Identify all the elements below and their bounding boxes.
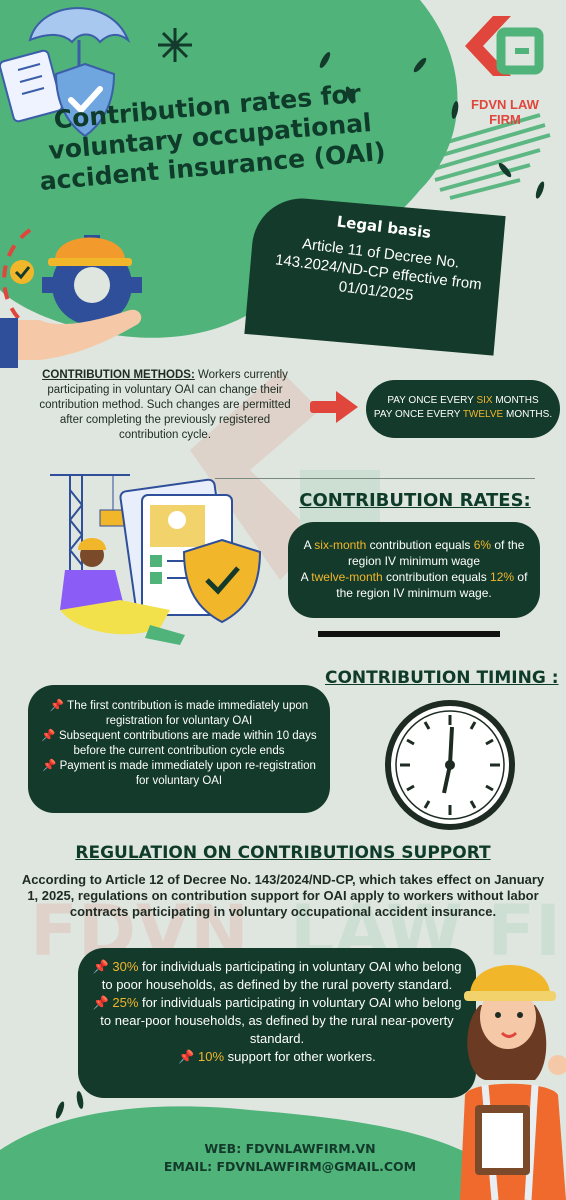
timing-item: 📌 Payment is made immediately upon re-re… <box>42 760 316 787</box>
timing-item: 📌 The first contribution is made immedia… <box>49 700 309 727</box>
payment-option-six: PAY ONCE EVERY SIX MONTHS <box>387 395 539 406</box>
pin-icon: 📌 <box>41 730 56 742</box>
shield-check-icon <box>54 62 116 138</box>
umbrella-checklist-icon <box>0 7 131 123</box>
payment-option-twelve: PAY ONCE EVERY TWELVE MONTHS. <box>373 409 553 420</box>
logo-icon <box>465 16 544 76</box>
support-intro: According to Article 12 of Decree No. 14… <box>21 872 545 919</box>
footer-email[interactable]: EMAIL: FDVNLAWFIRM@GMAIL.COM <box>163 1159 417 1174</box>
timing-heading: CONTRIBUTION TIMING : <box>325 668 559 688</box>
divider <box>215 478 535 479</box>
rates-box: A six-month contribution equals 6% of th… <box>288 522 540 618</box>
pin-icon: 📌 <box>178 1049 195 1064</box>
section-divider <box>318 631 500 637</box>
right-arrow-icon <box>310 391 358 423</box>
gear-hand-icon <box>0 228 142 368</box>
footer: WEB: FDVNLAWFIRM.VN EMAIL: FDVNLAWFIRM@G… <box>150 1140 430 1176</box>
support-item: 📌 25% for individuals participating in v… <box>92 995 462 1046</box>
pin-icon: 📌 <box>92 995 109 1010</box>
methods-label: CONTRIBUTION METHODS: <box>42 369 195 381</box>
worker-documents-icon <box>50 474 262 645</box>
footer-web[interactable]: WEB: FDVNLAWFIRM.VN <box>204 1141 376 1156</box>
rate-six-month: A six-month contribution equals 6% of th… <box>303 538 525 568</box>
pin-icon: 📌 <box>42 760 57 772</box>
timing-item: 📌 Subsequent contributions are made with… <box>41 730 317 757</box>
methods-body: Workers currently participating in volun… <box>39 369 291 441</box>
clock-icon <box>385 700 515 830</box>
logo-text: FDVN LAW FIRM <box>471 97 539 127</box>
support-heading: REGULATION ON CONTRIBUTIONS SUPPORT <box>75 843 491 863</box>
payment-options-box: PAY ONCE EVERY SIX MONTHS PAY ONCE EVERY… <box>366 380 560 438</box>
worker-woman-icon <box>460 965 566 1200</box>
methods-text: CONTRIBUTION METHODS: Workers currently … <box>30 368 300 443</box>
logo: FDVN LAW FIRM <box>455 10 555 127</box>
support-box: 📌 30% for individuals participating in v… <box>78 948 476 1098</box>
timing-box: 📌 The first contribution is made immedia… <box>28 685 330 813</box>
pin-icon: 📌 <box>49 700 65 712</box>
support-item: 📌 10% support for other workers. <box>178 1049 376 1064</box>
support-item: 📌 30% for individuals participating in v… <box>92 959 462 992</box>
rates-heading: CONTRIBUTION RATES: <box>299 490 531 511</box>
pin-icon: 📌 <box>92 959 109 974</box>
rate-twelve-month: A twelve-month contribution equals 12% o… <box>300 570 528 600</box>
